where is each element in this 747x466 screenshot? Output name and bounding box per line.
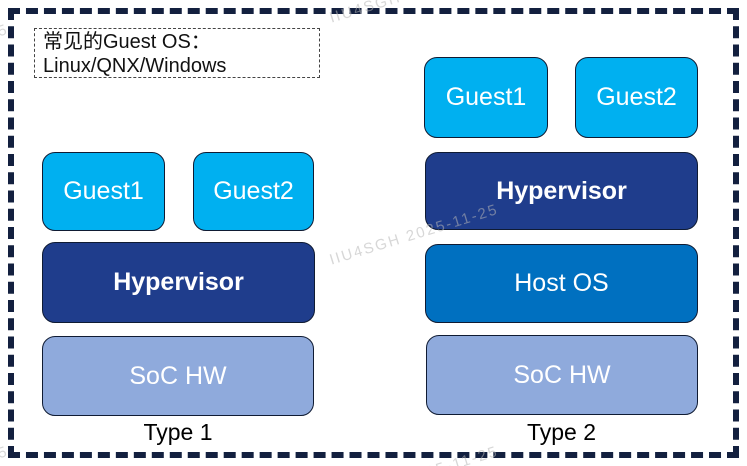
- guest-os-note-line1: 常见的Guest OS：: [43, 31, 211, 53]
- type2-guest1-label: Guest1: [445, 83, 527, 111]
- type2-caption: Type 2: [526, 419, 597, 445]
- guest-os-note-line2: Linux/QNX/Windows: [43, 55, 227, 77]
- type1-hypervisor-label: Hypervisor: [113, 268, 244, 296]
- type2-soc-hw-label: SoC HW: [513, 360, 611, 389]
- type1-guest2-label: Guest2: [213, 177, 294, 205]
- guest-os-note: 常见的Guest OS： Linux/QNX/Windows: [34, 28, 320, 78]
- type1-soc-hw-box: SoC HW: [42, 336, 314, 416]
- type2-host-os-box: Host OS: [425, 244, 698, 323]
- type1-hypervisor-box: Hypervisor: [42, 242, 315, 323]
- type2-soc-hw-box: SoC HW: [426, 335, 698, 415]
- type2-guest2-label: Guest2: [596, 83, 677, 111]
- type1-soc-hw-label: SoC HW: [129, 361, 227, 390]
- type1-caption: Type 1: [143, 419, 213, 445]
- type1-guest1-box: Guest1: [42, 152, 165, 231]
- outer-dashed-frame: [8, 8, 739, 458]
- type2-host-os-label: Host OS: [514, 269, 609, 297]
- type2-guest2-box: Guest2: [575, 57, 698, 138]
- type2-guest1-box: Guest1: [424, 57, 548, 138]
- type2-hypervisor-box: Hypervisor: [425, 152, 698, 230]
- type1-guest2-box: Guest2: [193, 152, 314, 231]
- type2-hypervisor-label: Hypervisor: [496, 176, 627, 205]
- type1-guest1-label: Guest1: [63, 177, 144, 205]
